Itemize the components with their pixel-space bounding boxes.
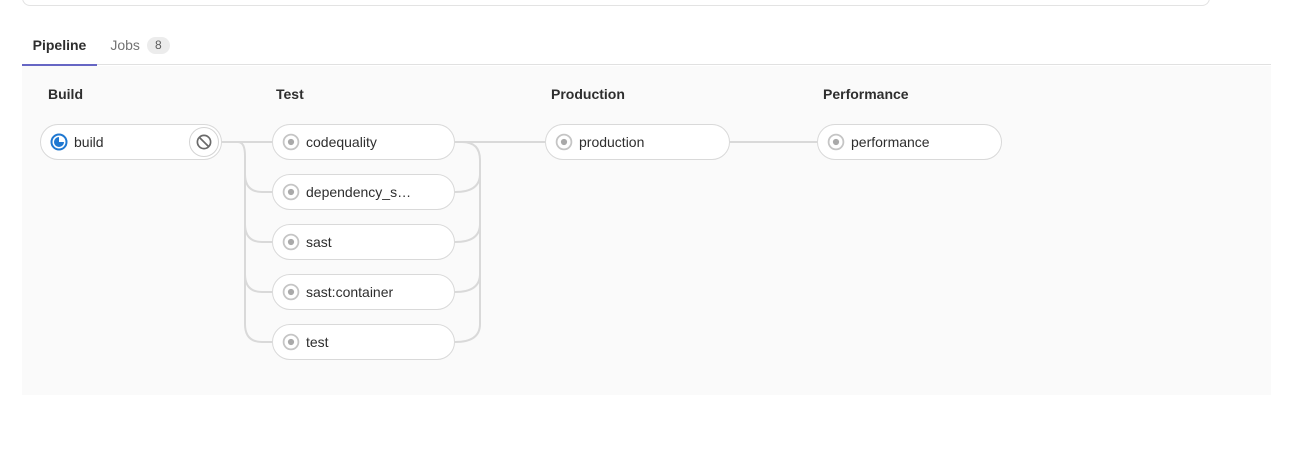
job-pill-sast-container[interactable]: sast:container: [272, 274, 455, 310]
ban-icon: [196, 134, 212, 150]
status-created-icon: [827, 133, 845, 151]
job-label: performance: [851, 134, 930, 150]
tab-pipeline[interactable]: Pipeline: [22, 25, 97, 66]
top-card-bottom-edge: [22, 0, 1210, 6]
stage-header-test: Test: [276, 86, 304, 102]
stage-header-performance: Performance: [823, 86, 909, 102]
tab-pipeline-label: Pipeline: [32, 37, 87, 53]
job-label: sast:container: [306, 284, 394, 300]
status-created-icon: [282, 233, 300, 251]
tab-bar: Pipeline Jobs 8: [22, 25, 1271, 66]
pipeline-graph: Build Test Production Performance build: [22, 66, 1271, 395]
job-pill-production[interactable]: production: [545, 124, 730, 160]
status-created-icon: [282, 283, 300, 301]
status-running-icon: [50, 133, 68, 151]
job-pill-dependency-scanning[interactable]: dependency_s…: [272, 174, 455, 210]
tab-jobs-label: Jobs: [110, 37, 140, 53]
job-label: test: [306, 334, 329, 350]
job-pill-codequality[interactable]: codequality: [272, 124, 455, 160]
job-label: codequality: [306, 134, 377, 150]
job-pill-test[interactable]: test: [272, 324, 455, 360]
status-created-icon: [555, 133, 573, 151]
job-label: dependency_s…: [306, 184, 412, 200]
job-pill-sast[interactable]: sast: [272, 224, 455, 260]
job-label: build: [74, 134, 104, 150]
job-label: production: [579, 134, 645, 150]
active-tab-underline: [22, 64, 97, 66]
status-created-icon: [282, 333, 300, 351]
jobs-count-badge: 8: [146, 36, 170, 54]
stage-header-build: Build: [48, 86, 83, 102]
tab-jobs[interactable]: Jobs 8: [97, 25, 183, 65]
job-pill-performance[interactable]: performance: [817, 124, 1002, 160]
connector-lines: [222, 141, 817, 343]
job-label: sast: [306, 234, 332, 250]
job-pill-build[interactable]: build: [40, 124, 222, 160]
cancel-job-button[interactable]: [189, 127, 219, 157]
status-created-icon: [282, 183, 300, 201]
stage-header-production: Production: [551, 86, 625, 102]
status-created-icon: [282, 133, 300, 151]
